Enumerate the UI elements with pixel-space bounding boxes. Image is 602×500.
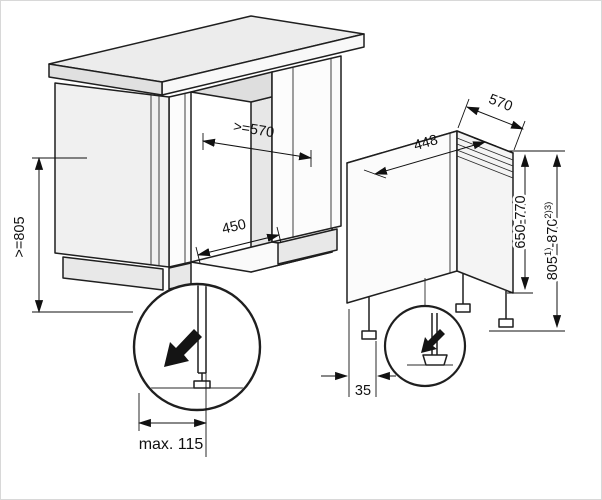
niche-depth-label: >=570	[232, 119, 275, 141]
plinth-depth-label: max. 115	[139, 436, 204, 453]
left-pedestal-front	[168, 91, 192, 268]
adjustable-feet	[361, 274, 514, 340]
foot-offset-dimension: 35	[321, 309, 396, 399]
plinth-detail-circle	[132, 282, 262, 412]
panel-height-label: 650-770	[513, 195, 529, 248]
niche-height-dimension: >=805	[12, 156, 133, 314]
foot-detail-content	[407, 313, 453, 366]
left-pedestal-side	[54, 82, 170, 268]
foot-detail	[383, 304, 467, 388]
detail-arrow-icon	[421, 329, 445, 353]
counter-worktop	[48, 15, 365, 96]
foot-offset-label: 35	[355, 383, 371, 399]
plinth-detail	[132, 282, 262, 412]
niche-depth-dimension: >=570	[201, 119, 313, 167]
appliance-height-dimension: 8051)-8702)3)	[489, 153, 565, 332]
left-pedestal	[54, 82, 192, 291]
worktop-left-edge	[48, 63, 163, 96]
foot-base	[422, 354, 448, 366]
right-pedestal	[271, 55, 342, 265]
appliance-height-label: 8051)-8702)3)	[543, 202, 561, 281]
plinth-detail-content	[151, 285, 244, 389]
plinth-depth-dimension: max. 115	[137, 373, 208, 457]
panel-height-dimension: 650-770	[507, 150, 565, 294]
left-pedestal-plinth	[62, 256, 164, 291]
dishwasher-front-face	[346, 130, 458, 304]
side-panel-lines	[150, 95, 160, 266]
niche-width-dimension: 450	[195, 217, 282, 264]
appliance-width-label: 448	[412, 132, 440, 154]
appliance-width-dimension: 448	[363, 132, 497, 179]
plinth-foot-base	[193, 380, 211, 389]
footnote-1: 1)	[543, 248, 554, 256]
appliance-depth-label: 570	[486, 91, 514, 115]
appliance-height-max: -870	[545, 219, 561, 248]
counter-unit	[48, 15, 365, 291]
footnote-2-3: 2)3)	[543, 202, 554, 219]
appliance-height-min: 805	[545, 256, 561, 280]
plinth-arrow-icon	[164, 329, 202, 367]
niche-width-label: 450	[221, 217, 248, 238]
niche-height-label: >=805	[12, 216, 28, 257]
right-pedestal-plinth	[277, 228, 338, 265]
